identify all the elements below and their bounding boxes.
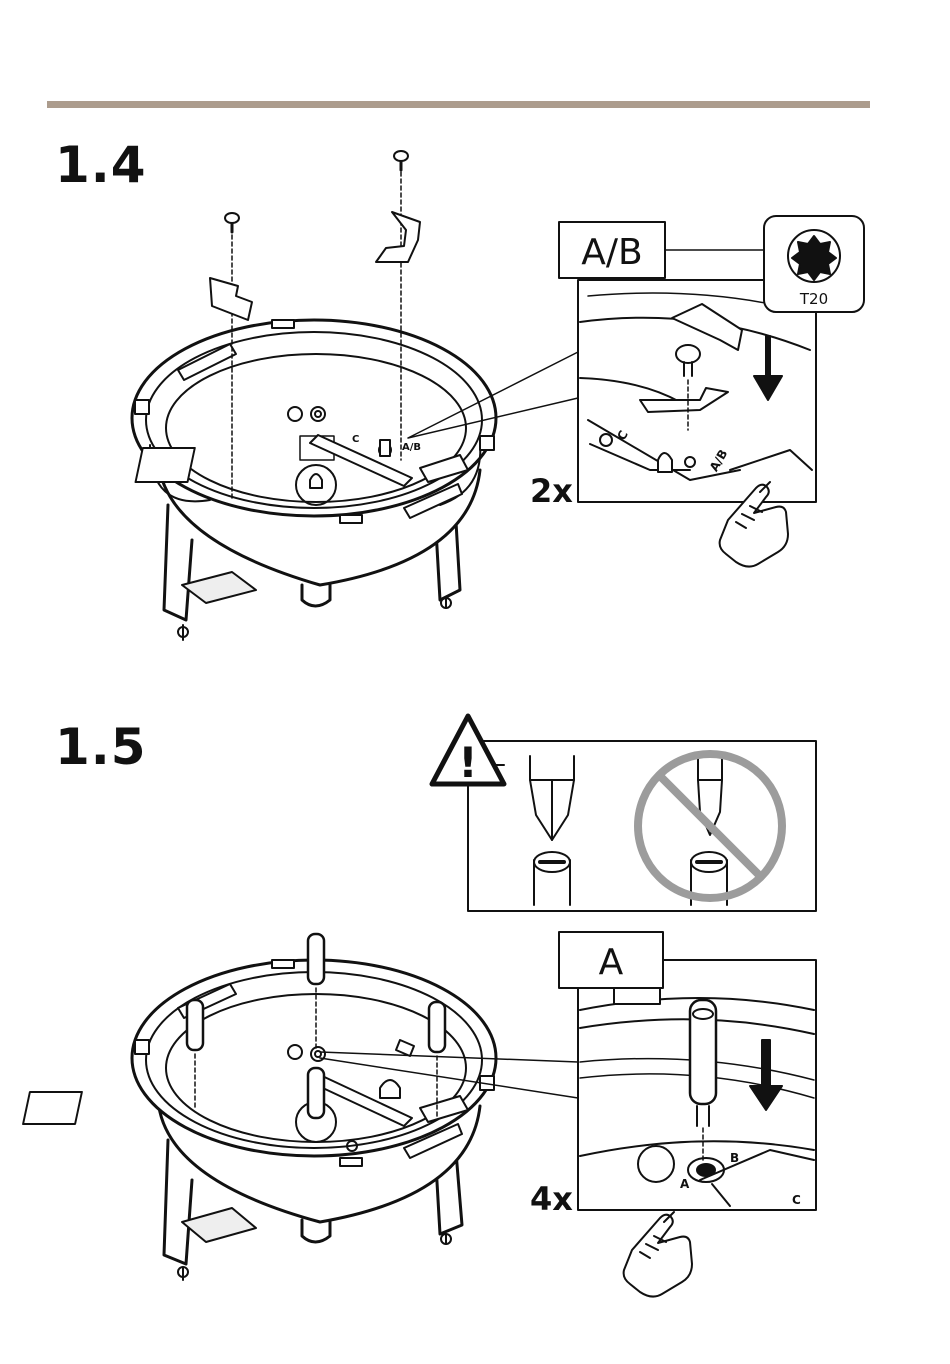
panel-marking-b: B xyxy=(730,1151,739,1165)
callout-label-ab: A/B xyxy=(581,232,642,273)
mount-base-1-5 xyxy=(23,960,496,1280)
callout-label-a: A xyxy=(599,942,624,983)
quantity-label-1-5: 4x xyxy=(530,1180,573,1218)
pointing-hand-icon xyxy=(624,1212,692,1297)
tool-label: T20 xyxy=(799,290,828,308)
detail-panel-1-4: C A/B xyxy=(578,280,816,502)
base-marking-c: C xyxy=(352,434,359,445)
warning-panel: ! xyxy=(432,716,816,911)
screw-icon xyxy=(225,151,408,232)
step-1-5-illustration: ! xyxy=(23,716,816,1297)
base-marking-ab: A/B xyxy=(402,442,421,453)
panel-marking-a: A xyxy=(680,1177,690,1191)
mount-base-1-4: C A/B xyxy=(132,320,496,640)
bracket-icon xyxy=(210,212,420,320)
svg-text:!: ! xyxy=(458,738,477,787)
panel-marking-c: C xyxy=(792,1193,801,1207)
quantity-label-1-4: 2x xyxy=(530,472,573,510)
torx-t20-icon xyxy=(792,236,836,280)
step-1-4-illustration: C A/B xyxy=(132,151,864,640)
